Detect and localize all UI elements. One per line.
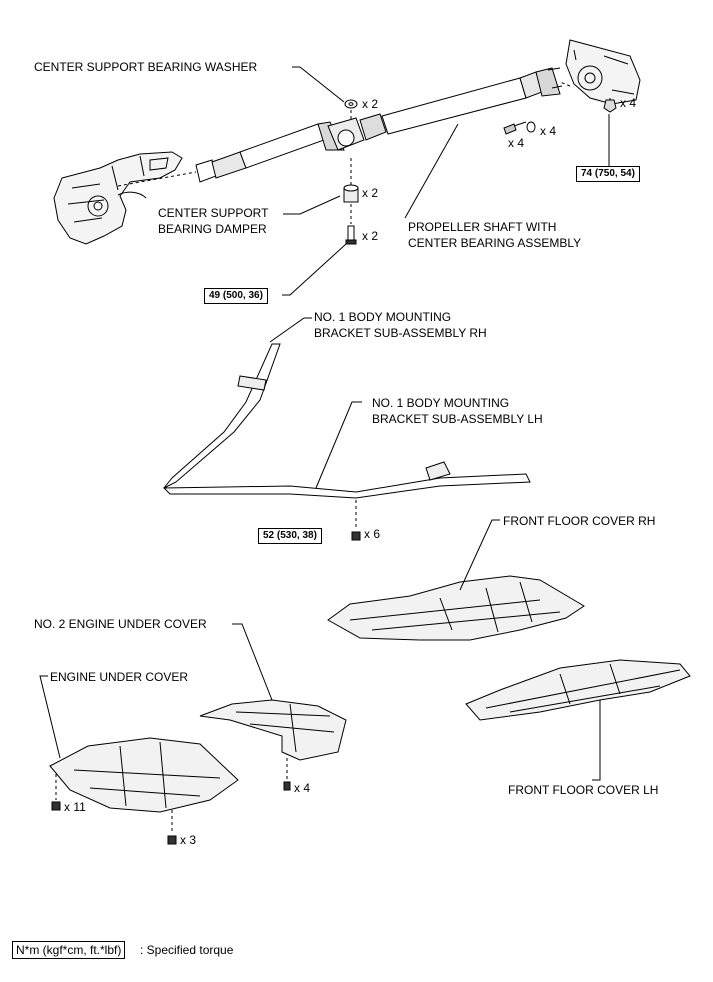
flange-washer-icon [526, 121, 536, 133]
bolt-icon [347, 225, 355, 241]
no2-engine-under-cover [199, 699, 347, 761]
alignment-lines [55, 81, 611, 834]
label-engine-under-cover: ENGINE UNDER COVER [50, 670, 189, 684]
torque-bracket-bolt: 52 (530, 38) [258, 528, 322, 544]
leader-lines [39, 66, 610, 781]
qty-washer: x 2 [362, 97, 379, 111]
nut-icon [603, 99, 617, 113]
qty-flange-bolt: x 4 [508, 136, 525, 150]
flange-bolt-icon [503, 123, 517, 135]
qty-damper: x 2 [362, 186, 379, 200]
qty-engine-cover-bolt-a: x 11 [64, 800, 86, 814]
label-bracket-rh-line1: NO. 1 BODY MOUNTING [314, 310, 452, 324]
label-center-support-bearing-damper-line1: CENTER SUPPORT [158, 206, 269, 220]
transmission-housing [53, 151, 183, 245]
label-propeller-shaft-line1: PROPELLER SHAFT WITH [408, 220, 557, 234]
front-floor-cover-lh [465, 659, 691, 721]
legend-torque-units: N*m (kgf*cm, ft.*lbf) [12, 941, 126, 959]
washer-icon [344, 99, 358, 109]
torque-flange-nut: 74 (750, 54) [576, 166, 640, 182]
qty-flange-nut: x 4 [620, 96, 637, 110]
differential-housing [565, 39, 641, 105]
qty-center-bolt: x 2 [362, 229, 379, 243]
label-bracket-lh-line1: NO. 1 BODY MOUNTING [372, 396, 510, 410]
label-front-floor-cover-rh: FRONT FLOOR COVER RH [503, 514, 656, 528]
label-bracket-rh-line2: BRACKET SUB-ASSEMBLY RH [314, 326, 487, 340]
hardware-parts [51, 99, 617, 845]
label-no2-engine-under-cover: NO. 2 ENGINE UNDER COVER [34, 617, 207, 631]
propeller-shaft [195, 67, 563, 183]
qty-engine-cover-bolt-b: x 3 [180, 833, 197, 847]
front-floor-cover-rh [327, 575, 585, 641]
legend-description: : Specified torque [140, 943, 234, 957]
qty-no2-cover-bolt: x 4 [294, 781, 311, 795]
label-propeller-shaft-line2: CENTER BEARING ASSEMBLY [408, 236, 582, 250]
label-bracket-lh-line2: BRACKET SUB-ASSEMBLY LH [372, 412, 543, 426]
body-mounting-brackets [162, 343, 531, 499]
label-front-floor-cover-lh: FRONT FLOOR COVER LH [508, 783, 659, 797]
qty-flange-washer: x 4 [540, 124, 557, 138]
engine-under-cover [49, 737, 239, 813]
label-center-support-bearing-washer: CENTER SUPPORT BEARING WASHER [34, 60, 258, 74]
label-center-support-bearing-damper-line2: BEARING DAMPER [158, 222, 267, 236]
torque-center-bolt: 49 (500, 36) [204, 288, 268, 304]
qty-bracket-bolt: x 6 [364, 527, 381, 541]
